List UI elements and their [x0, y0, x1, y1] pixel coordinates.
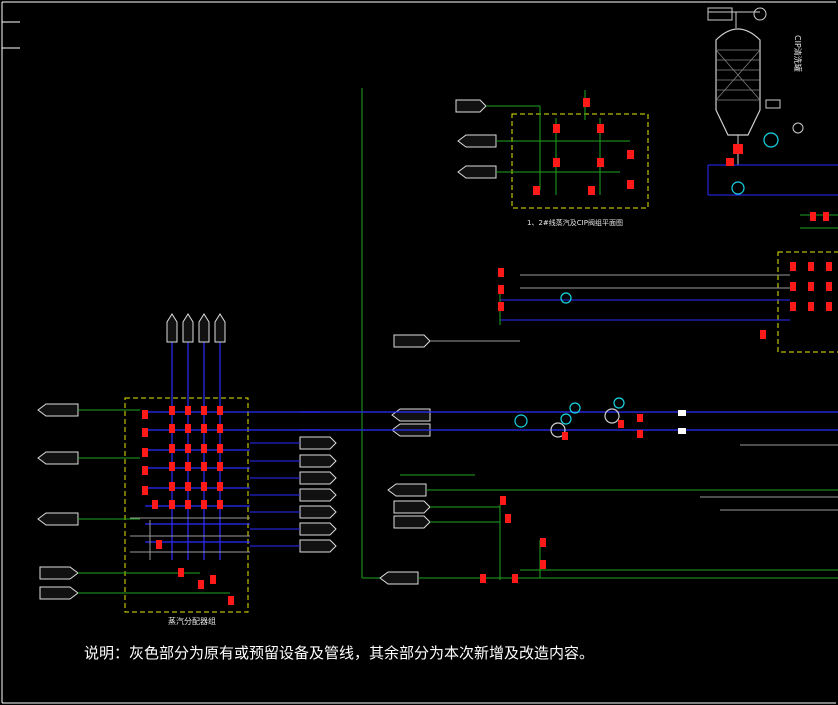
valve-marker — [142, 486, 148, 495]
valve-marker — [637, 414, 643, 422]
valve-marker — [627, 150, 634, 159]
valve-marker — [185, 406, 191, 415]
valve-marker — [498, 302, 504, 311]
valve-marker — [217, 500, 223, 509]
top-valve-group: 1、2#线蒸汽及CIP阀组平面图 — [455, 90, 649, 227]
valve-marker — [583, 98, 590, 107]
valve-marker — [185, 424, 191, 433]
valve-marker — [142, 428, 148, 437]
valve-marker — [201, 462, 207, 471]
left-valve-group: 蒸汽分配器组 — [37, 313, 337, 626]
valve-marker — [142, 448, 148, 457]
valve-marker — [228, 596, 234, 605]
valve-marker — [169, 444, 175, 453]
valve-marker — [201, 482, 207, 491]
valve-marker — [627, 180, 634, 189]
drawing-note: 说明：灰色部分为原有或预留设备及管线，其余部分为本次新增及改造内容。 — [84, 644, 594, 662]
valve-marker — [201, 500, 207, 509]
tower-label: CIP清洗罐 — [793, 35, 803, 72]
valve-marker — [790, 262, 796, 271]
valve-marker — [597, 158, 604, 167]
valve-marker — [185, 444, 191, 453]
valve-marker — [169, 482, 175, 491]
valve-marker — [185, 482, 191, 491]
valve-marker — [169, 500, 175, 509]
valve-marker — [810, 212, 816, 221]
valve-marker — [562, 432, 568, 440]
valve-marker — [152, 500, 158, 509]
right-valve-group — [393, 212, 838, 353]
top-group-boundary — [511, 113, 649, 209]
valve-marker — [217, 444, 223, 453]
right-group-valves — [498, 212, 832, 339]
cip-tower: CIP清洗罐 — [707, 7, 838, 196]
valve-marker — [156, 540, 162, 549]
valve-marker — [217, 406, 223, 415]
valve-marker — [217, 424, 223, 433]
valve-marker — [808, 262, 814, 271]
lower-section — [379, 474, 838, 585]
valve-marker — [826, 302, 832, 311]
right-group-boundary — [777, 251, 838, 353]
valve-marker — [637, 430, 643, 438]
middle-valves — [562, 414, 643, 440]
valve-marker — [808, 282, 814, 291]
valve-marker — [760, 330, 766, 339]
valve-marker — [512, 574, 518, 583]
valve-marker — [553, 158, 560, 167]
left-group-caption: 蒸汽分配器组 — [168, 616, 216, 626]
valve-marker — [142, 410, 148, 419]
valve-marker — [210, 575, 216, 584]
valve-marker — [201, 444, 207, 453]
valve-marker — [823, 212, 829, 221]
top-group-valves — [533, 98, 634, 195]
valve-marker — [588, 186, 595, 195]
valve-marker — [597, 124, 604, 133]
valve-marker — [178, 568, 184, 577]
middle-pump-section — [300, 397, 838, 511]
valve-marker — [808, 302, 814, 311]
valve-marker — [185, 500, 191, 509]
top-group-caption: 1、2#线蒸汽及CIP阀组平面图 — [527, 218, 623, 227]
valve-marker — [790, 282, 796, 291]
valve-marker — [198, 580, 204, 589]
valve-marker — [201, 424, 207, 433]
valve-marker — [201, 406, 207, 415]
left-group-valves — [142, 406, 234, 605]
lower-valves — [480, 496, 546, 583]
valve-marker — [169, 424, 175, 433]
valve-marker — [185, 462, 191, 471]
valve-marker — [553, 124, 560, 133]
valve-marker — [826, 282, 832, 291]
valve-marker — [142, 466, 148, 475]
valve-marker — [498, 285, 504, 294]
valve-marker — [540, 560, 546, 569]
valve-marker — [618, 420, 624, 428]
valve-marker — [217, 462, 223, 471]
valve-marker — [790, 302, 796, 311]
valve-marker — [498, 268, 504, 277]
valve-marker — [826, 262, 832, 271]
valve-marker — [540, 538, 546, 547]
valve-marker — [169, 406, 175, 415]
valve-marker — [217, 482, 223, 491]
valve-marker — [533, 186, 540, 195]
valve-marker — [500, 496, 506, 505]
valve-marker — [169, 462, 175, 471]
valve-marker — [505, 514, 511, 523]
valve-marker — [480, 574, 486, 583]
